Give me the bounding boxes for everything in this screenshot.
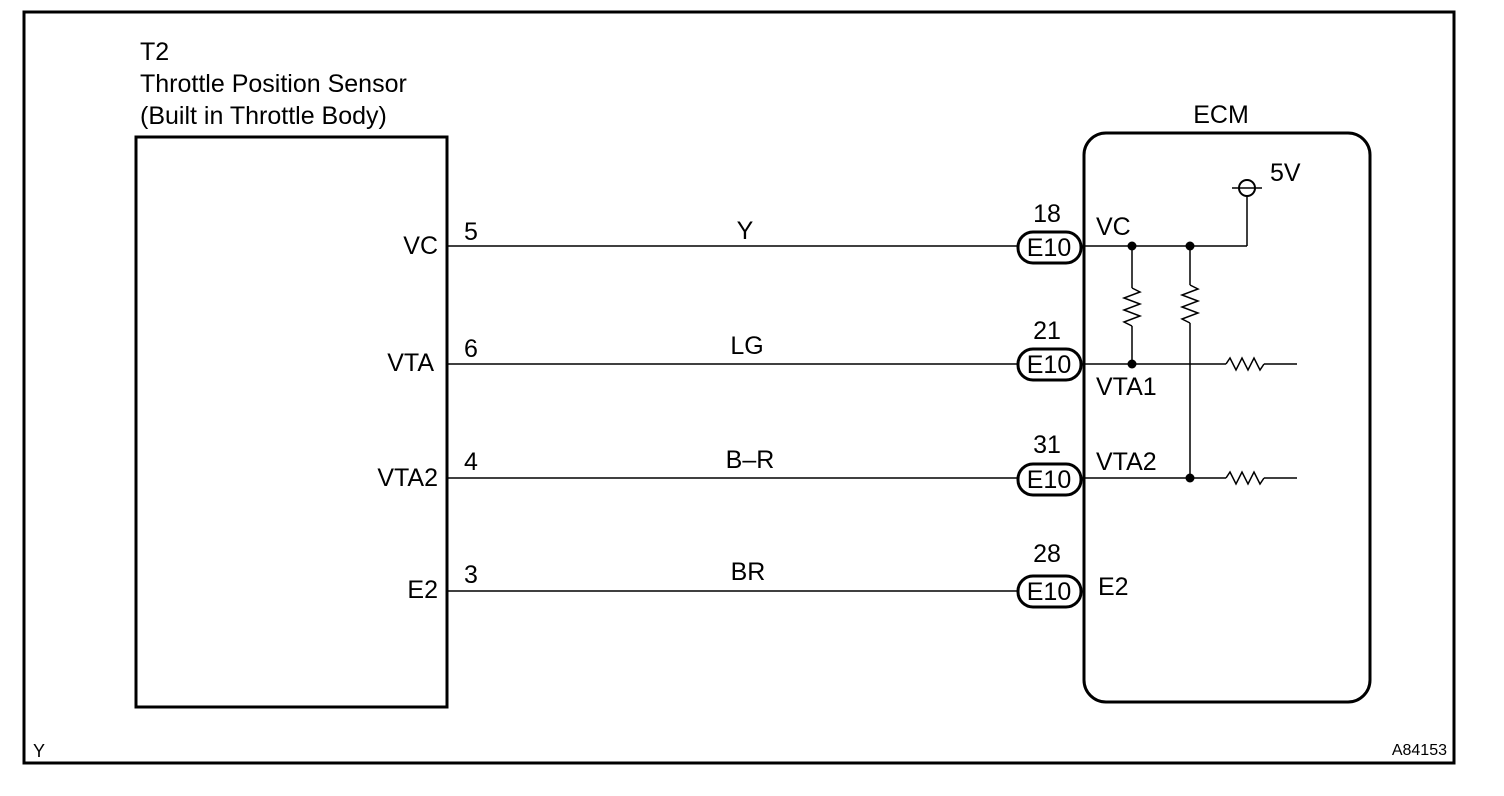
supply-voltage: 5V — [1270, 159, 1301, 187]
sensor-pin-number-4: 4 — [464, 448, 478, 476]
footer-left-label: Y — [33, 741, 45, 761]
series-resistor-vta1-icon — [1225, 356, 1265, 372]
series-resistor-vta2-icon — [1225, 470, 1265, 486]
ecm-pin-number-31: 31 — [1033, 431, 1061, 459]
ecm-label-vta1: VTA1 — [1096, 373, 1157, 401]
connector-label: E10 — [1027, 578, 1071, 606]
ecm-label-vc: VC — [1096, 213, 1131, 241]
connector-e10-e2: E10 — [1016, 574, 1083, 609]
sensor-box — [134, 135, 449, 709]
wire-color-y: Y — [737, 217, 754, 245]
connector-label: E10 — [1027, 351, 1071, 379]
connector-e10-vc: E10 — [1016, 230, 1083, 265]
connector-e10-vta2: E10 — [1016, 462, 1083, 497]
pullup-resistor-vta1-icon — [1121, 287, 1143, 327]
ecm-label-e2: E2 — [1098, 573, 1129, 601]
sensor-pin-vc: VC — [403, 232, 438, 260]
connector-label: E10 — [1027, 466, 1071, 494]
ecm-title: ECM — [1193, 101, 1249, 129]
sensor-pin-vta2: VTA2 — [377, 464, 438, 492]
wire-color-br: BR — [731, 558, 766, 586]
ecm-pin-number-28: 28 — [1033, 540, 1061, 568]
ecm-pin-number-21: 21 — [1033, 317, 1061, 345]
ecm-internal-circuit: 5V — [1081, 159, 1301, 486]
sensor-pin-number-5: 5 — [464, 218, 478, 246]
ecm-label-vta2: VTA2 — [1096, 448, 1157, 476]
wire-color-lg: LG — [730, 332, 763, 360]
sensor-note: (Built in Throttle Body) — [140, 102, 387, 130]
ecm-box — [1082, 131, 1372, 704]
sensor-pin-number-3: 3 — [464, 561, 478, 589]
connector-label: E10 — [1027, 234, 1071, 262]
pullup-resistor-vta2-icon — [1179, 284, 1201, 324]
wire-color-b-r: B–R — [726, 446, 775, 474]
diagram-frame — [22, 10, 1456, 765]
figure-id: A84153 — [1392, 742, 1447, 759]
sensor-name: Throttle Position Sensor — [140, 70, 407, 98]
ecm-pin-number-18: 18 — [1033, 200, 1061, 228]
sensor-code: T2 — [140, 38, 169, 66]
sensor-pin-vta: VTA — [387, 349, 434, 377]
connector-e10-vta1: E10 — [1016, 347, 1083, 382]
sensor-pin-e2: E2 — [407, 576, 438, 604]
sensor-pin-number-6: 6 — [464, 335, 478, 363]
